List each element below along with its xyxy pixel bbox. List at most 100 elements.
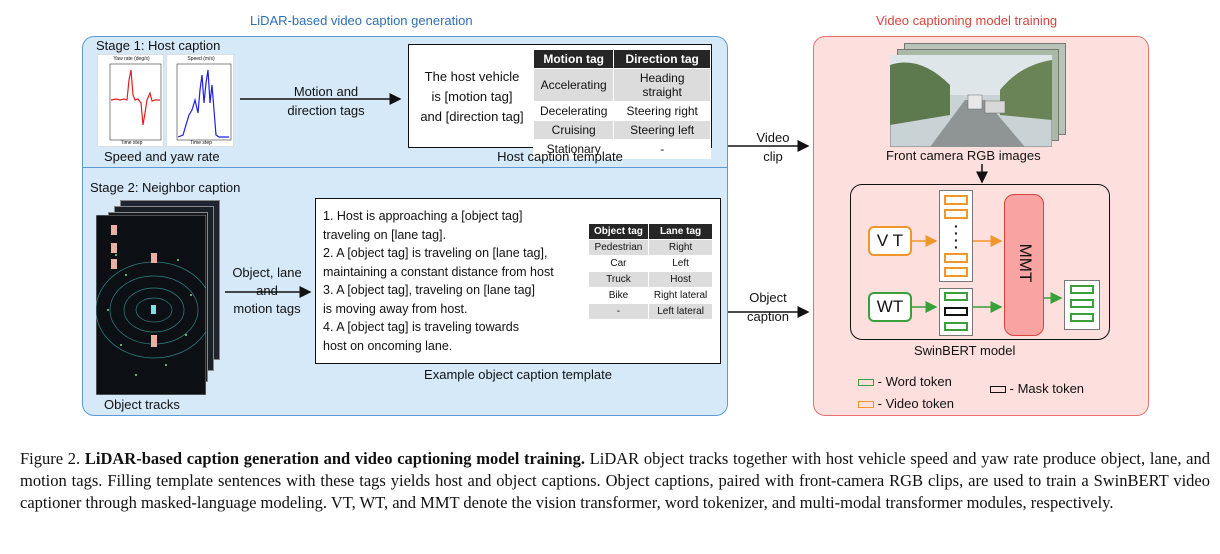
table-cell: Stationary [532, 139, 615, 159]
motion-direction-label-line2: direction tags [287, 103, 365, 118]
word-token [944, 292, 968, 301]
table-cell: Heading straight [613, 68, 711, 102]
lane-tag-header: Lane tag [647, 223, 714, 240]
legend-mask-token: - Mask token [990, 381, 1084, 396]
host-template-text: The host vehicle is [motion tag] and [di… [413, 67, 531, 127]
video-token [944, 209, 968, 219]
lidar-bev-image [96, 215, 206, 395]
object-template-line: 3. A [object tag], traveling on [lane ta… [323, 283, 535, 297]
stage-divider [82, 167, 728, 168]
legend-video-label: - Video token [877, 396, 954, 411]
table-cell: - [588, 303, 649, 320]
speed-yaw-caption: Speed and yaw rate [104, 149, 220, 164]
figure-caption-text: LiDAR object tracks together with host v… [20, 449, 1210, 512]
vision-transformer-box: V T [868, 226, 912, 256]
left-section-title: LiDAR-based video caption generation [250, 13, 473, 28]
object-template-line: traveling on [lane tag]. [323, 227, 446, 242]
video-clip-line1: Video [756, 130, 790, 145]
video-clip-label: Video clip [738, 128, 808, 166]
word-tokenizer-box: WT [868, 292, 912, 322]
object-caption-line1: Object [749, 290, 787, 305]
video-token [944, 195, 968, 205]
host-vehicle-box [151, 305, 156, 314]
word-token [1070, 285, 1094, 294]
word-token [944, 322, 968, 331]
table-cell: - [613, 139, 711, 159]
word-token [1070, 313, 1094, 322]
table-row: Stationary- [532, 139, 711, 159]
word-token-swatch [858, 379, 874, 387]
object-template-caption: Example object caption template [424, 367, 612, 382]
table-cell: Bike [588, 287, 649, 304]
figure-caption: Figure 2. LiDAR-based caption generation… [20, 448, 1210, 514]
motion-direction-arrow-label: Motion and direction tags [266, 82, 386, 120]
object-lane-label-line2: and [256, 283, 278, 298]
word-token [1070, 299, 1094, 308]
video-clip-line2: clip [763, 149, 783, 164]
table-cell: Accelerating [532, 68, 615, 102]
speed-plot-title: Speed (m/s) [187, 56, 215, 62]
table-cell: Right lateral [647, 287, 714, 304]
object-template-line: host on oncoming lane. [323, 338, 453, 353]
host-caption-template-box: The host vehicle is [motion tag] and [di… [408, 44, 712, 159]
host-template-line1: The host vehicle [424, 69, 520, 84]
figure-caption-bold: LiDAR-based caption generation and video… [84, 449, 585, 468]
object-template-line: is moving away from host. [323, 301, 468, 316]
table-cell: Steering left [613, 120, 711, 140]
table-cell: Right [647, 239, 714, 256]
legend-word-token: - Word token [858, 374, 952, 389]
mask-token [944, 307, 968, 316]
video-token [944, 267, 968, 277]
object-template-text: 1. Host is approaching a [object tag] tr… [323, 207, 554, 355]
host-template-line2: is [motion tag] [431, 89, 513, 104]
legend-video-token: - Video token [858, 396, 954, 411]
object-lane-motion-arrow-label: Object, lane and motion tags [222, 264, 312, 318]
host-template-line3: and [direction tag] [420, 109, 524, 124]
object-tracks-caption: Object tracks [104, 397, 180, 412]
object-box [111, 259, 117, 269]
diagram-arrows [225, 93, 1063, 318]
object-template-line: 2. A [object tag] is traveling on [lane … [323, 246, 548, 260]
video-token-swatch [858, 401, 874, 409]
output-token-column [1064, 280, 1100, 330]
table-cell: Cruising [532, 120, 615, 140]
object-template-line: maintaining a constant distance from hos… [323, 264, 554, 279]
table-cell: Truck [588, 271, 649, 288]
object-box [111, 243, 117, 253]
swinbert-caption: SwinBERT model [914, 343, 1016, 358]
front-camera-image [890, 55, 1052, 147]
object-caption-template-box: 1. Host is approaching a [object tag] tr… [315, 198, 721, 364]
stage1-title: Stage 1: Host caption [96, 38, 221, 53]
table-row: -Left lateral [588, 303, 714, 320]
yaw-rate-plot: Yaw rate (deg/s) Time step [97, 54, 164, 147]
object-tracks-stack [96, 200, 226, 395]
speed-plot-xlabel: Time step [190, 140, 212, 146]
figure-caption-label: Figure 2. [20, 449, 81, 468]
yaw-plot-title: Yaw rate (deg/s) [113, 56, 150, 62]
object-template-line: 4. A [object tag] is traveling towards [323, 320, 519, 334]
yaw-rate-line-chart [109, 63, 162, 141]
object-lane-label-line3: motion tags [233, 301, 301, 316]
video-token [944, 253, 968, 263]
object-box [151, 335, 157, 347]
table-cell: Decelerating [532, 101, 615, 121]
yaw-plot-xlabel: Time step [120, 140, 143, 146]
motion-tag-header: Motion tag [532, 49, 615, 69]
mask-token-swatch [990, 386, 1006, 394]
object-lane-label-line1: Object, lane [232, 265, 302, 280]
legend-mask-label: - Mask token [1009, 381, 1085, 396]
speed-plot: Speed (m/s) Time step [166, 54, 234, 147]
table-cell: Left lateral [647, 303, 714, 320]
object-box [111, 225, 117, 235]
legend-word-label: - Word token [877, 374, 952, 389]
stage2-title: Stage 2: Neighbor caption [90, 180, 241, 195]
speed-line-chart [176, 63, 232, 141]
host-template-caption: Host caption template [497, 149, 623, 164]
object-box [151, 253, 157, 263]
ellipsis-icon: ···· [954, 218, 959, 255]
